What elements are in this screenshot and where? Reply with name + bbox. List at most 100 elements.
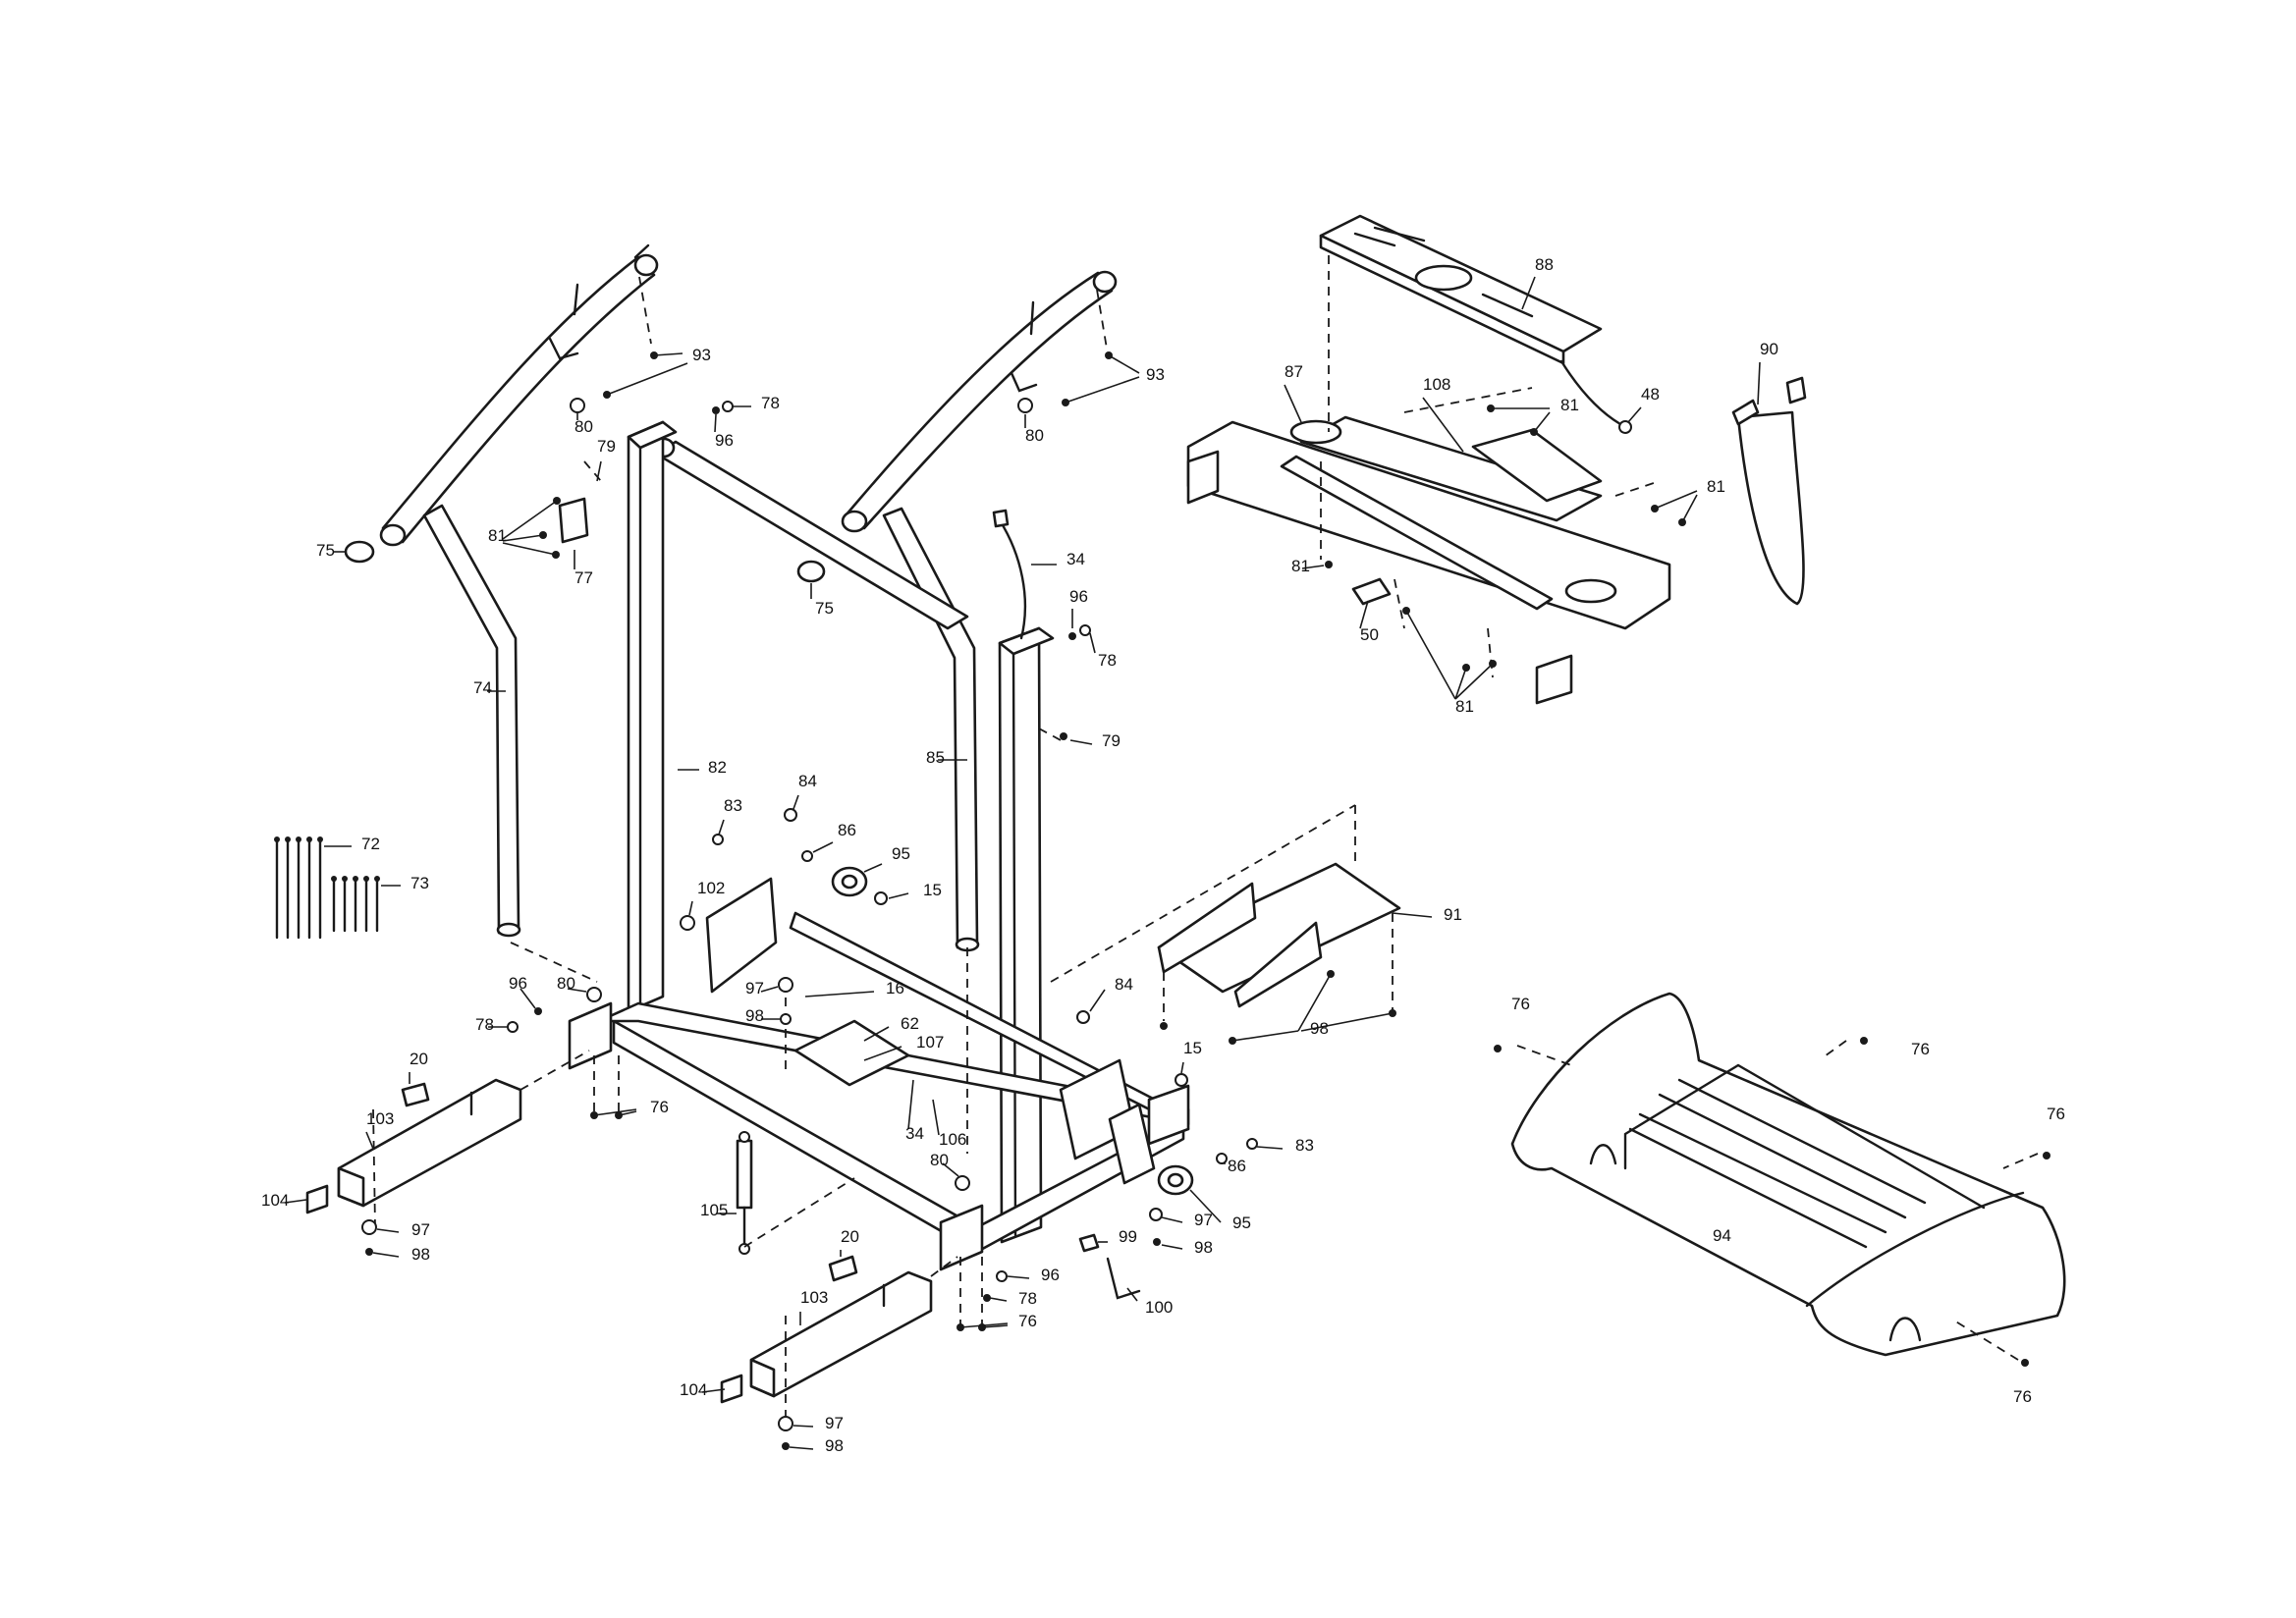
shock-105 [736, 1131, 753, 1255]
part-callout-99: 99 [1119, 1227, 1137, 1246]
part-callout-85: 85 [926, 748, 945, 767]
part-callout-50: 50 [1360, 625, 1379, 644]
part-number-labels: 9380789679817775749380347596787982858483… [261, 255, 2065, 1455]
assembly-lines [372, 255, 2039, 1424]
part-callout-78: 78 [1018, 1289, 1037, 1308]
part-callout-34: 34 [905, 1124, 924, 1143]
bracket-50 [1351, 577, 1392, 606]
part-callout-93: 93 [1146, 365, 1165, 384]
part-callout-103: 103 [366, 1109, 394, 1128]
part-callout-90: 90 [1760, 340, 1778, 358]
part-callout-83: 83 [1295, 1136, 1314, 1155]
part-callout-76: 76 [2047, 1105, 2065, 1123]
part-callout-81: 81 [1707, 477, 1725, 496]
part-callout-94: 94 [1713, 1226, 1731, 1245]
part-callout-103: 103 [800, 1288, 828, 1307]
left-upright-tube [422, 504, 521, 938]
part-callout-86: 86 [838, 821, 856, 839]
part-callout-76: 76 [1911, 1040, 1930, 1058]
part-callout-34: 34 [1066, 550, 1085, 568]
part-callout-77: 77 [574, 568, 593, 587]
part-callout-82: 82 [708, 758, 727, 777]
part-callout-15: 15 [1183, 1039, 1202, 1057]
part-callout-88: 88 [1535, 255, 1554, 274]
part-callout-78: 78 [761, 394, 780, 412]
key-99 [1078, 1233, 1100, 1253]
part-callout-20: 20 [841, 1227, 859, 1246]
bolt-set-72-73 [274, 836, 380, 940]
part-callout-80: 80 [557, 974, 575, 993]
end-cap-right [796, 560, 826, 583]
part-callout-73: 73 [410, 874, 429, 892]
part-callout-84: 84 [1115, 975, 1133, 994]
extension-leg-right [720, 1270, 933, 1404]
part-callout-98: 98 [1310, 1019, 1329, 1038]
part-callout-98: 98 [1194, 1238, 1213, 1257]
part-callout-76: 76 [1018, 1312, 1037, 1330]
part-callout-86: 86 [1228, 1157, 1246, 1175]
part-callout-104: 104 [261, 1191, 289, 1210]
end-cap-left [344, 540, 375, 564]
part-callout-98: 98 [825, 1436, 844, 1455]
part-callout-78: 78 [475, 1015, 494, 1034]
part-callout-108: 108 [1423, 375, 1450, 394]
part-callout-96: 96 [1041, 1266, 1060, 1284]
left-bracket [705, 877, 778, 994]
part-callout-48: 48 [1641, 385, 1660, 404]
console-88 [1319, 214, 1632, 434]
left-frame-upright [627, 420, 678, 1013]
part-callout-95: 95 [892, 844, 910, 863]
tray-91 [1157, 862, 1401, 1008]
part-callout-93: 93 [692, 346, 711, 364]
pad-20-left [401, 1082, 430, 1107]
part-callout-97: 97 [1194, 1211, 1213, 1229]
wire-34-plug [992, 509, 1010, 528]
motor-hood-94 [1510, 992, 2066, 1357]
part-callout-104: 104 [680, 1380, 707, 1399]
front-wheel-lower [1157, 1164, 1194, 1196]
extension-leg-left [305, 1078, 522, 1214]
accessory-bag-90 [1731, 376, 1807, 606]
part-callout-80: 80 [574, 417, 593, 436]
part-callout-96: 96 [1069, 587, 1088, 606]
part-callout-79: 79 [1102, 731, 1121, 750]
part-callout-98: 98 [411, 1245, 430, 1264]
part-callout-106: 106 [939, 1130, 966, 1149]
part-callout-105: 105 [700, 1201, 728, 1219]
part-callout-76: 76 [650, 1098, 669, 1116]
part-callout-81: 81 [488, 526, 507, 545]
part-callout-80: 80 [1025, 426, 1044, 445]
part-callout-97: 97 [745, 979, 764, 998]
part-callout-107: 107 [916, 1033, 944, 1052]
part-callout-102: 102 [697, 879, 725, 897]
wrench-100 [1106, 1257, 1141, 1300]
part-callout-91: 91 [1444, 905, 1462, 924]
part-callout-97: 97 [825, 1414, 844, 1432]
pad-20-right [828, 1255, 858, 1282]
part-callout-96: 96 [715, 431, 734, 450]
latch-77 [558, 497, 589, 544]
part-callout-75: 75 [316, 541, 335, 560]
part-callout-75: 75 [815, 599, 834, 618]
part-callout-78: 78 [1098, 651, 1117, 670]
right-handrail [841, 270, 1118, 533]
leader-lines [284, 276, 1761, 1450]
part-callout-100: 100 [1145, 1298, 1173, 1317]
front-wheel-upper [831, 866, 868, 897]
left-post-bracket [1108, 1103, 1156, 1185]
part-callout-95: 95 [1232, 1214, 1251, 1232]
part-callout-72: 72 [361, 835, 380, 853]
part-callout-76: 76 [1511, 995, 1530, 1013]
part-callout-15: 15 [923, 881, 942, 899]
part-callout-81: 81 [1560, 396, 1579, 414]
part-callout-83: 83 [724, 796, 742, 815]
left-handrail [379, 243, 659, 547]
part-callout-87: 87 [1285, 362, 1303, 381]
part-callout-97: 97 [411, 1220, 430, 1239]
mid-bracket [793, 1019, 910, 1087]
part-callout-79: 79 [597, 437, 616, 456]
part-callout-96: 96 [509, 974, 527, 993]
part-callout-74: 74 [473, 678, 492, 697]
part-callout-62: 62 [901, 1014, 919, 1033]
